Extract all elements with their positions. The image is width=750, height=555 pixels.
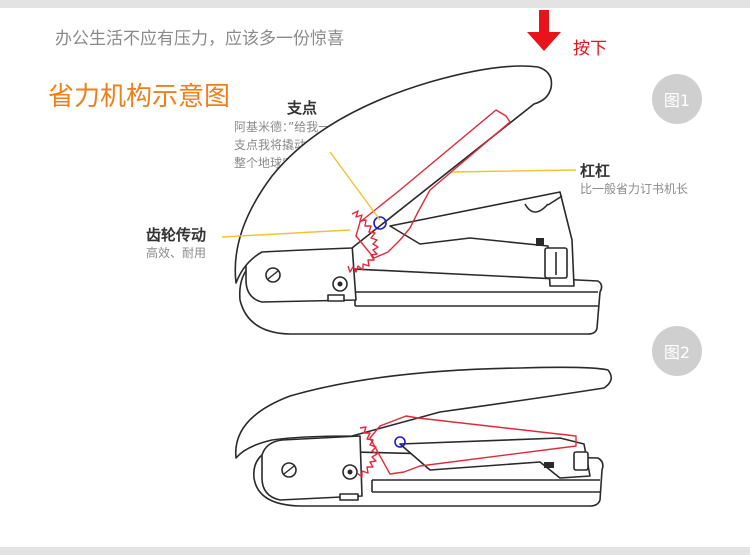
- stapler-figure-2: [236, 367, 611, 506]
- fulcrum-circle-icon-figure-2: [395, 437, 405, 447]
- stapler-figure-1: [235, 66, 601, 334]
- down-arrow-icon: [527, 10, 561, 51]
